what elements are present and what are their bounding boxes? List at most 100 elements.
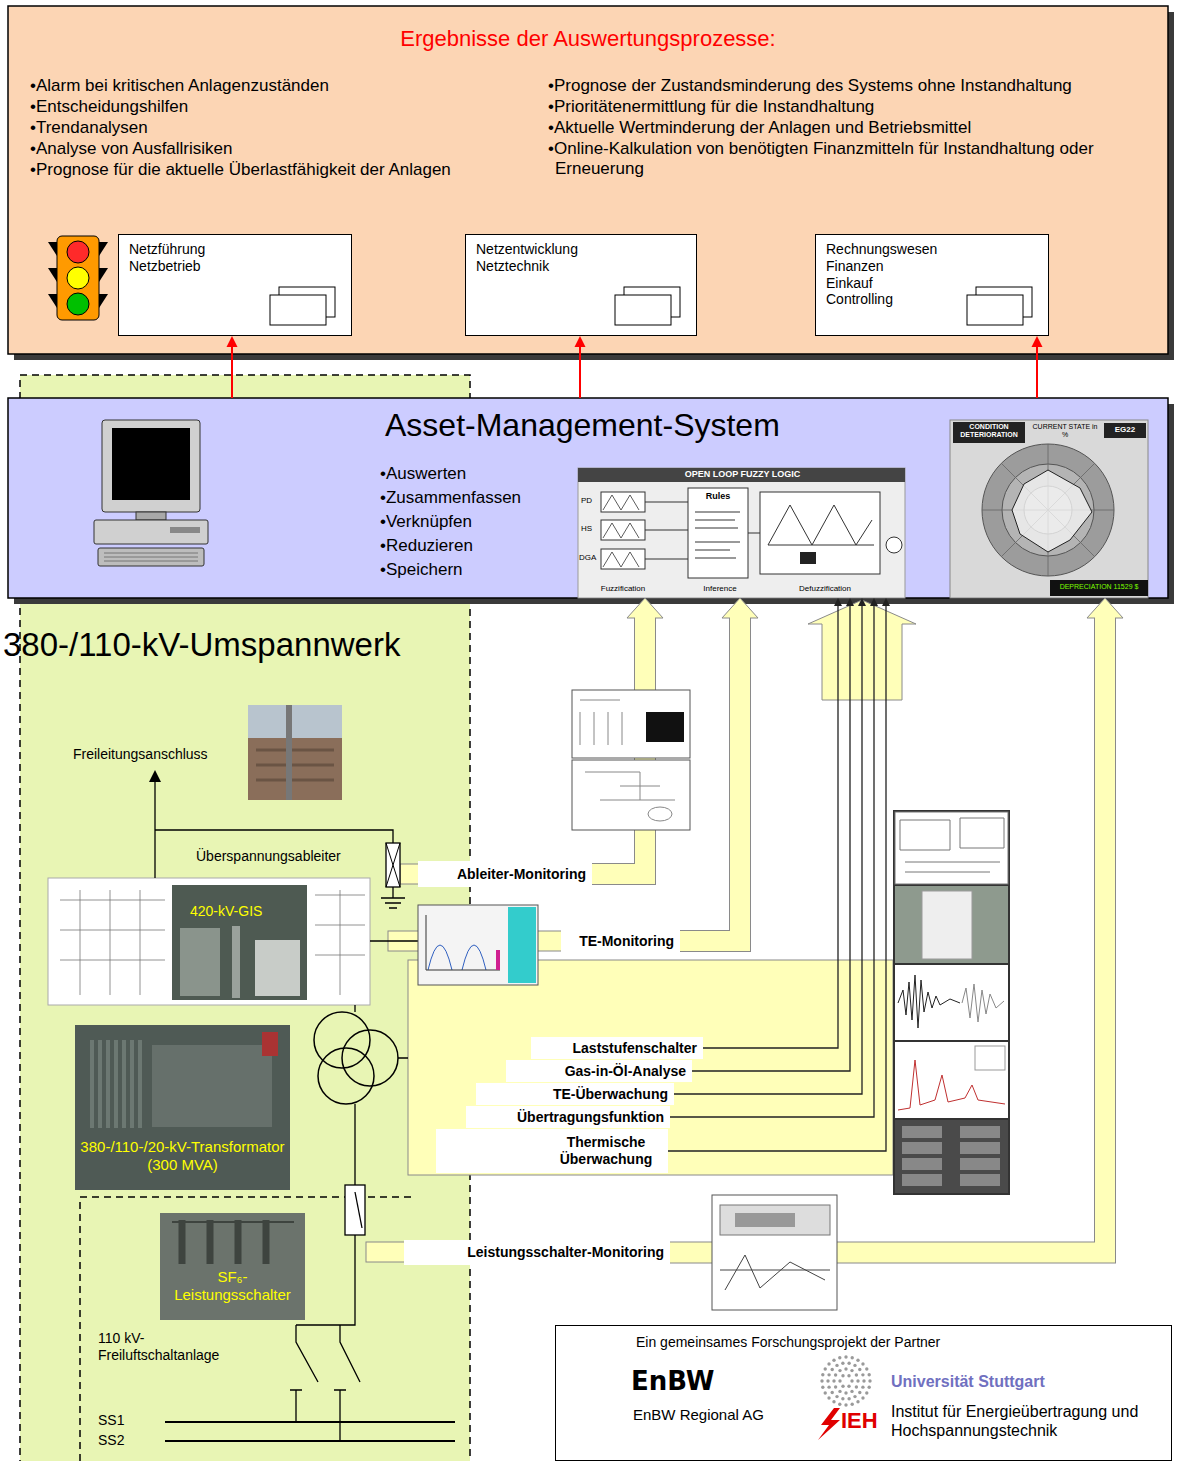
result-bullet: •Analyse von Ausfallrisiken bbox=[30, 139, 540, 159]
fuzzy-logic-figure-part bbox=[688, 488, 748, 578]
university-logo-dot bbox=[862, 1379, 865, 1382]
single-line-diagram-part bbox=[318, 1048, 374, 1104]
university-logo-dot bbox=[850, 1379, 853, 1382]
asset-management-ground bbox=[8, 398, 1174, 604]
result-arrow bbox=[575, 336, 586, 398]
arrester-monitoring-screens-part bbox=[580, 700, 622, 745]
computer-icon-part bbox=[102, 420, 200, 512]
transformer-photo-part bbox=[152, 1045, 272, 1127]
transformer-monitoring-screens-part bbox=[960, 1158, 1000, 1170]
pd-monitoring-screen-part bbox=[418, 905, 538, 985]
data-flow-line bbox=[674, 598, 866, 1094]
data-flow-band bbox=[680, 598, 758, 941]
arrester-monitoring-screens-part bbox=[572, 690, 690, 758]
text-slot: Ein gemeinsames Forschungsprojekt der Pa… bbox=[636, 1334, 1056, 1351]
single-line-diagram-part bbox=[381, 887, 405, 908]
arrester-monitoring-screens-part bbox=[646, 712, 684, 742]
chart-label: CONDITION DETERIORATION bbox=[954, 423, 1024, 440]
text-slot: IEH bbox=[841, 1408, 889, 1434]
condition-chart-part bbox=[982, 444, 1114, 576]
gis-drawing-part bbox=[180, 928, 220, 996]
text-slot: •Auswerten bbox=[380, 464, 580, 484]
gis-drawing-part bbox=[60, 890, 365, 995]
arrow-head bbox=[858, 598, 866, 606]
university-logo-dot bbox=[834, 1385, 837, 1388]
function-bullet: •Speichern bbox=[380, 560, 580, 580]
text-slot: •Verknüpfen bbox=[380, 512, 580, 532]
result-bullet: •Aktuelle Wertminderung der Anlagen und … bbox=[548, 118, 1126, 138]
document-sheet bbox=[270, 295, 326, 325]
lightning-logo bbox=[818, 1408, 840, 1440]
university-logo-dot bbox=[858, 1391, 861, 1394]
traffic-light-icon-part bbox=[48, 294, 57, 308]
single-line-diagram-part bbox=[386, 843, 400, 887]
pd-monitoring-screen bbox=[418, 905, 538, 985]
university-logo-dot bbox=[820, 1379, 823, 1382]
text-slot: CURRENT STATE in % bbox=[1030, 423, 1100, 440]
figure-heading: OPEN LOOP FUZZY LOGIC bbox=[580, 469, 905, 480]
figure-label: Inference bbox=[690, 584, 750, 594]
arrow-head bbox=[882, 598, 890, 606]
fuzzy-logic-figure-part bbox=[695, 512, 740, 558]
condition-chart-part bbox=[1050, 580, 1148, 596]
monitoring-label: Laststufenschalter bbox=[531, 1037, 703, 1059]
text-slot: HS bbox=[581, 524, 600, 534]
transformer-photo-part bbox=[92, 1040, 140, 1128]
breaker-monitoring-screen-part bbox=[720, 1205, 830, 1235]
part-label: Freileitungsanschluss bbox=[73, 746, 248, 763]
breaker-monitoring-screen-part bbox=[735, 1213, 795, 1227]
monitoring-text: TE-Überwachung bbox=[482, 1086, 668, 1103]
university-logo-dot bbox=[827, 1396, 830, 1399]
fuzzy-logic-figure-part bbox=[578, 468, 905, 482]
result-bullet: •Alarm bei kritischen Anlagenzuständen bbox=[30, 76, 540, 96]
university-logo-dot bbox=[827, 1362, 830, 1365]
logo-text: EnBW bbox=[631, 1366, 771, 1397]
traffic-light-icon-part bbox=[99, 294, 108, 308]
university-logo-dot bbox=[855, 1385, 858, 1388]
transformer-photo-part bbox=[75, 1025, 290, 1190]
monitoring-text: Leistungsschalter-Monitoring bbox=[410, 1244, 664, 1261]
chart-label: CURRENT STATE in % bbox=[1030, 423, 1100, 440]
university-logo-dot bbox=[850, 1369, 853, 1372]
pd-monitoring-screen-part bbox=[428, 945, 486, 970]
function-bullet: •Zusammenfassen bbox=[380, 488, 580, 508]
text-slot: SF₆-Leistungsschalter bbox=[165, 1268, 300, 1304]
university-logo-dot bbox=[853, 1395, 856, 1398]
university-logo-dot bbox=[861, 1362, 864, 1365]
computer-icon-part bbox=[94, 520, 208, 544]
text-slot: Überspannungsableiter bbox=[196, 848, 381, 865]
building-photo-part bbox=[248, 738, 342, 800]
university-logo-dot bbox=[824, 1391, 827, 1394]
transformer-monitoring-screens-part bbox=[960, 1126, 1000, 1138]
university-logo-dot bbox=[832, 1400, 835, 1403]
text-slot: Ergebnisse der Auswertungsprozesse: bbox=[8, 26, 1168, 52]
busbar-label: SS1 bbox=[98, 1412, 138, 1429]
band-heading: Asset-Management-System bbox=[385, 406, 845, 444]
university-logo-dot bbox=[838, 1402, 841, 1405]
computer-icon-part bbox=[112, 428, 190, 500]
university-logo-dot bbox=[844, 1367, 847, 1370]
result-arrow bbox=[1032, 336, 1043, 398]
university-logo-dot bbox=[856, 1400, 859, 1403]
text-slot: PD bbox=[581, 496, 600, 506]
result-bullet: •Prognose der Zustandsminderung des Syst… bbox=[548, 76, 1126, 96]
arrow-head bbox=[870, 598, 878, 606]
transformer-monitoring-screens-part bbox=[902, 1142, 942, 1154]
text-slot: Universität Stuttgart bbox=[891, 1372, 1161, 1391]
panel-heading: Ergebnisse der Auswertungsprozesse: bbox=[8, 26, 1168, 52]
transformer-monitoring-screens-part bbox=[975, 1046, 1005, 1070]
result-arrow-stroke bbox=[1036, 347, 1038, 398]
building-photo bbox=[248, 705, 342, 800]
university-logo-dot bbox=[850, 1390, 853, 1393]
university-logo-dot bbox=[824, 1367, 827, 1370]
condition-chart-part bbox=[1012, 470, 1092, 552]
photo-caption: SF₆-Leistungsschalter bbox=[165, 1268, 300, 1304]
text-slot: •Analyse von Ausfallrisiken bbox=[30, 139, 540, 159]
fuzzy-logic-figure-part bbox=[768, 545, 874, 546]
single-line-diagram-part bbox=[155, 830, 393, 843]
figure-label: Defuzzification bbox=[780, 584, 870, 594]
arrow-head bbox=[627, 598, 663, 618]
text-slot: OPEN LOOP FUZZY LOGIC bbox=[580, 469, 905, 480]
gis-drawing-part bbox=[232, 926, 240, 998]
data-flow-band bbox=[670, 598, 1123, 1253]
